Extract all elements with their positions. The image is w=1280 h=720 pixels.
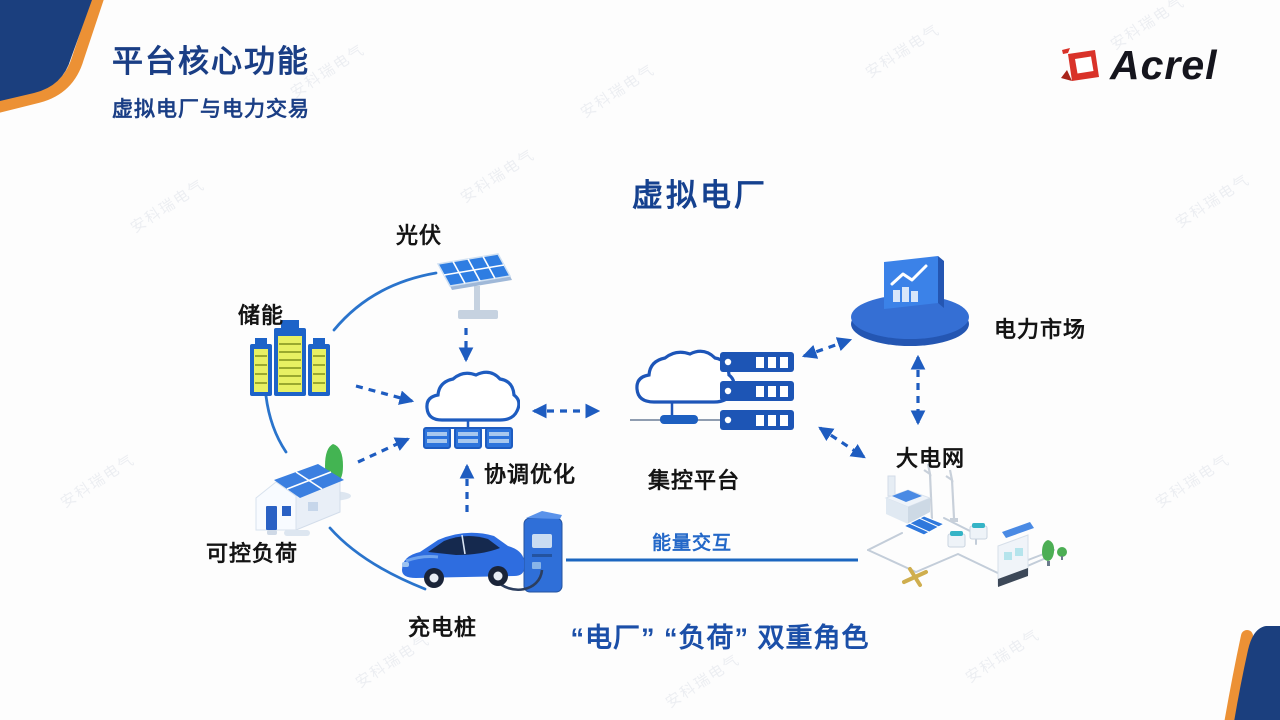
energy-storage-icon — [250, 320, 330, 396]
acrel-logo-text: Acrel — [1110, 42, 1218, 88]
arrow-storage-to-cloud — [355, 384, 415, 405]
solar-panel-icon — [436, 253, 512, 319]
page-title: 平台核心功能 — [112, 44, 310, 79]
label-load: 可控负荷 — [206, 541, 299, 566]
watermark-text: 安科瑞电气 — [457, 146, 539, 207]
power-grid-illustration — [867, 463, 1067, 587]
diagram-caption: “电厂” “负荷” 双重角色 — [570, 623, 870, 653]
arrow-platform-market — [801, 337, 853, 359]
corner-decoration-top-left — [0, 0, 104, 113]
label-grid: 大电网 — [896, 446, 966, 471]
ev-charging-pile-icon — [402, 511, 563, 593]
page-subtitle: 虚拟电厂与电力交易 — [112, 98, 310, 121]
control-platform-icon — [630, 349, 794, 430]
label-platform: 集控平台 — [648, 468, 741, 493]
watermark-text: 安科瑞电气 — [1172, 171, 1254, 232]
watermark-text: 安科瑞电气 — [962, 626, 1044, 687]
diagram-title: 虚拟电厂 — [632, 178, 768, 213]
power-market-icon — [851, 256, 969, 346]
server-racks — [720, 352, 794, 430]
arrow-load-to-cloud — [357, 437, 411, 464]
corner-decoration-bottom-right — [1224, 626, 1280, 720]
coordination-cloud-icon — [423, 370, 520, 449]
watermark-text: 安科瑞电气 — [662, 651, 744, 712]
label-optimize: 协调优化 — [484, 462, 577, 487]
watermark-text: 安科瑞电气 — [1152, 451, 1234, 512]
label-storage: 储能 — [238, 303, 285, 328]
acrel-logo-icon — [1061, 47, 1099, 81]
label-energy-interaction: 能量交互 — [652, 533, 733, 554]
watermark-text: 安科瑞电气 — [57, 451, 139, 512]
house-load-icon — [255, 444, 351, 536]
watermark-text: 安科瑞电气 — [127, 176, 209, 237]
label-charger: 充电桩 — [408, 615, 478, 640]
label-solar: 光伏 — [396, 223, 443, 248]
acrel-logo: Acrel — [1058, 42, 1218, 89]
label-market: 电力市场 — [994, 317, 1087, 342]
watermark-text: 安科瑞电气 — [577, 61, 659, 122]
watermark-text: 安科瑞电气 — [862, 21, 944, 82]
